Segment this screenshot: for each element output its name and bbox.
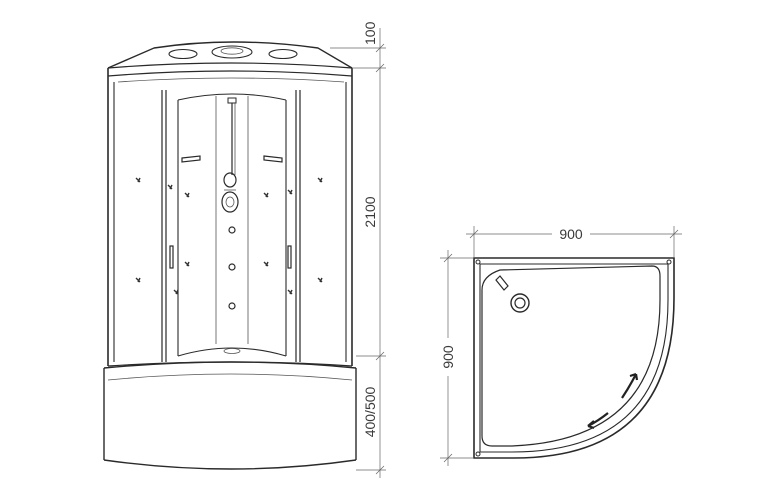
door-handle-right [287, 245, 292, 269]
dim-depth: 900 [440, 345, 456, 369]
body-jet-3 [228, 302, 236, 310]
massage-jets [135, 177, 323, 295]
door-handles [169, 245, 292, 269]
plan-drain [510, 293, 530, 313]
vertical-dimensions: 100 2100 400/500 [330, 21, 386, 478]
corner-bolt-1 [475, 259, 481, 265]
roof-canopy [107, 41, 353, 83]
door-slide-arrows [587, 372, 639, 430]
shelves [181, 155, 283, 163]
corner-bolt-2 [666, 259, 672, 265]
roof-speaker-left [168, 48, 198, 60]
control-knob [223, 172, 237, 188]
plan-view [473, 257, 675, 459]
dim-top-height: 100 [362, 21, 378, 45]
cabin-frame [107, 68, 353, 367]
hand-shower [221, 191, 239, 213]
door-handle-left [169, 245, 174, 269]
body-jet-2 [228, 263, 236, 271]
dim-width: 900 [559, 226, 583, 242]
dim-total-height: 2100 [362, 196, 378, 227]
plan-dimensions: 900 900 [440, 224, 682, 466]
roof-rain-shower [211, 45, 253, 59]
drain [223, 348, 241, 354]
front-elevation [103, 41, 357, 470]
body-jet-1 [228, 226, 236, 234]
shower-column [221, 97, 239, 310]
corner-bolt-3 [475, 451, 481, 457]
dim-tray-height: 400/500 [362, 386, 378, 437]
roof-speaker-right [268, 48, 298, 60]
shower-tray-skirt [103, 361, 357, 470]
